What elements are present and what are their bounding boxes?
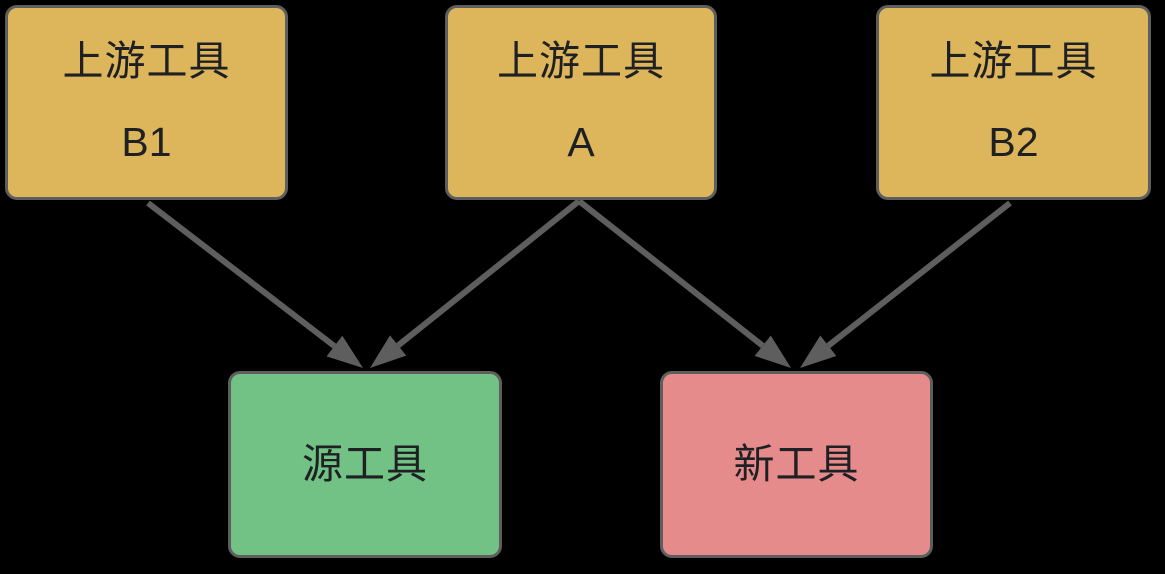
edge-a-to-source-arrowhead — [370, 335, 407, 368]
node-label: 新工具 — [733, 440, 860, 487]
edge-b2-to-new — [826, 200, 1012, 349]
node-upstream-tool-b1[interactable]: 上游工具 B1 — [5, 5, 288, 200]
node-title: 上游工具 — [929, 38, 1098, 84]
node-label: 源工具 — [302, 440, 428, 487]
edge-a-to-source — [396, 198, 581, 348]
edge-b2-to-new-arrowhead — [800, 335, 837, 368]
node-new-tool[interactable]: 新工具 — [660, 371, 933, 558]
edge-a-to-new-arrowhead — [754, 335, 791, 368]
node-subtitle: B2 — [988, 119, 1039, 166]
node-source-tool[interactable]: 源工具 — [228, 371, 502, 558]
node-upstream-tool-a[interactable]: 上游工具 A — [445, 5, 717, 200]
node-subtitle: B1 — [121, 119, 172, 166]
node-subtitle: A — [567, 119, 595, 166]
node-title: 上游工具 — [62, 38, 231, 84]
edge-b1-to-source-arrowhead — [326, 335, 363, 368]
edge-b1-to-source — [146, 200, 337, 349]
node-title: 上游工具 — [497, 38, 665, 84]
node-upstream-tool-b2[interactable]: 上游工具 B2 — [876, 5, 1151, 200]
edge-a-to-new — [577, 198, 765, 349]
